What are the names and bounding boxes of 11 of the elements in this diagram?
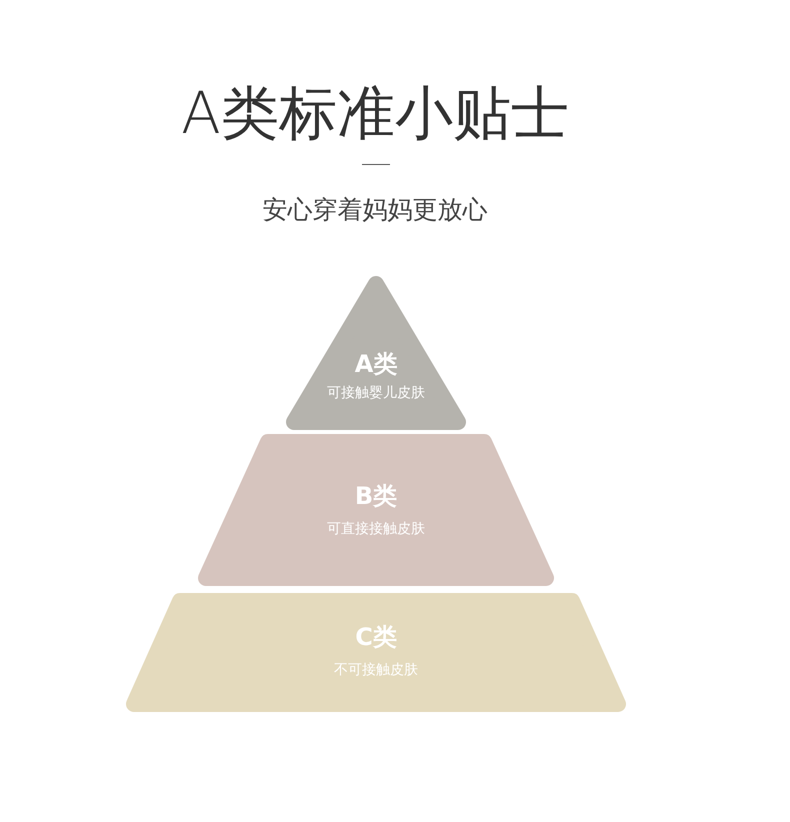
- trapezoid-level: [126, 593, 626, 712]
- triangle-level: [288, 276, 464, 428]
- level-description: 不可接触皮肤: [333, 661, 419, 679]
- trapezoid-level: [198, 434, 554, 586]
- level-description: 可接触婴儿皮肤: [326, 384, 426, 402]
- level-heading: A类: [354, 349, 398, 380]
- level-heading: C类: [354, 622, 398, 653]
- subtitle: 安心穿着妈妈更放心: [262, 194, 488, 226]
- level-description: 可直接接触皮肤: [326, 520, 426, 538]
- title: A类标准小贴士: [180, 78, 570, 148]
- level-heading: B类: [354, 481, 398, 512]
